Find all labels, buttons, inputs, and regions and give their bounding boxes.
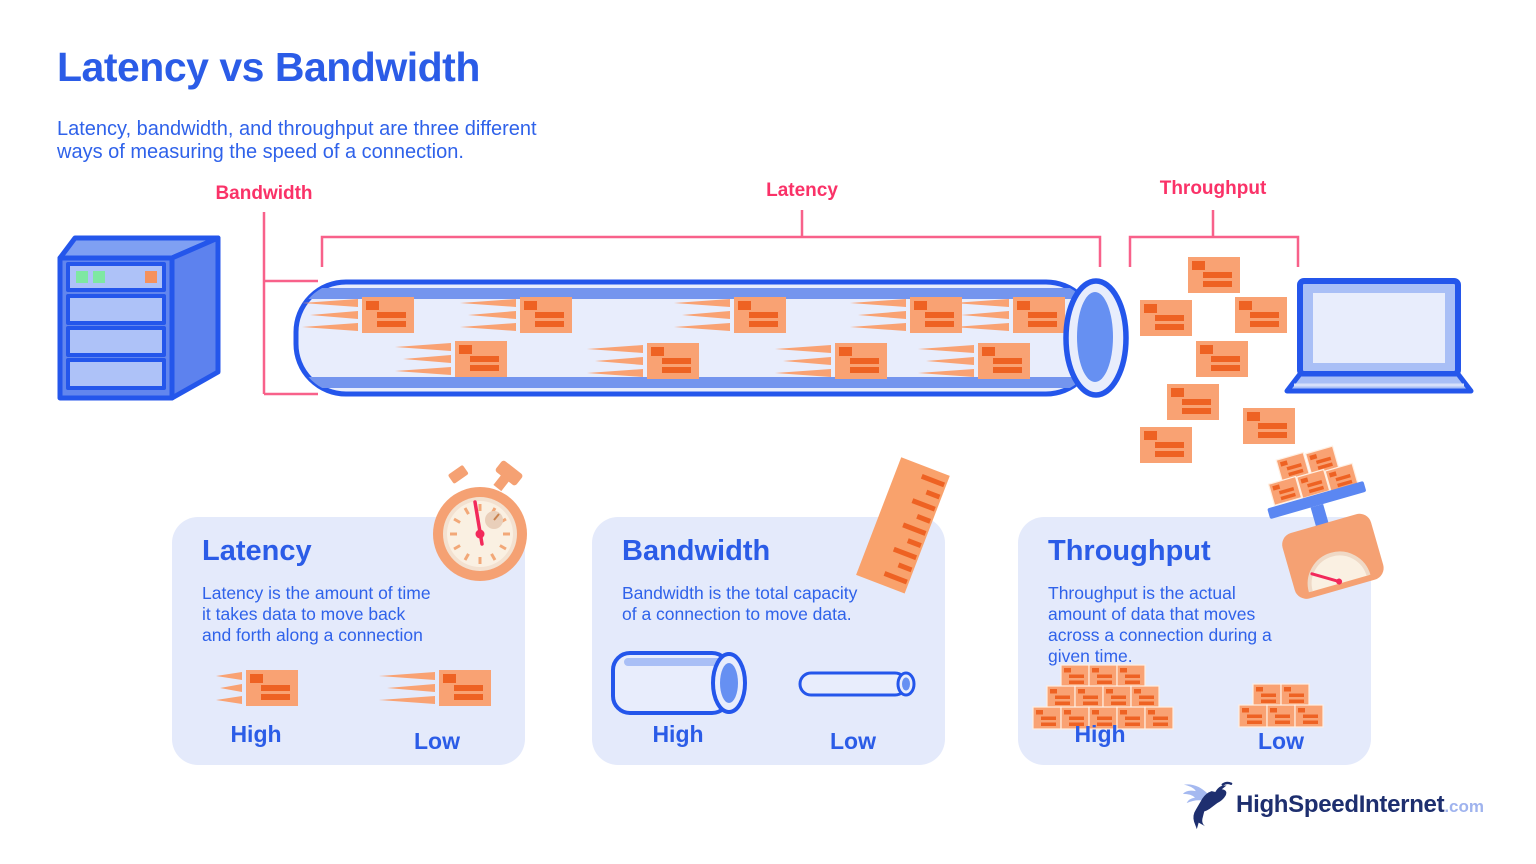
brand-name: HighSpeedInternet xyxy=(1236,791,1445,818)
high-latency-packet xyxy=(216,670,298,706)
bandwidth-label: Bandwidth xyxy=(215,183,313,204)
latency-card-description: Latency is the amount of time it takes d… xyxy=(202,583,431,645)
measure-brackets xyxy=(262,210,1300,396)
bandwidth-high-label: High xyxy=(652,721,704,747)
throughput-label: Throughput xyxy=(1159,178,1267,199)
low-latency-packet xyxy=(379,670,491,706)
throughput-bracket xyxy=(1128,210,1300,267)
throughput-packets xyxy=(1140,257,1295,463)
page-subtitle: Latency, bandwidth, and throughput are t… xyxy=(57,118,537,164)
bandwidth-card-title: Bandwidth xyxy=(622,535,771,567)
low-bandwidth-pipe xyxy=(798,671,916,697)
page-title: Latency vs Bandwidth xyxy=(57,44,480,90)
throughput-card-title: Throughput xyxy=(1048,535,1211,567)
laptop-icon xyxy=(1284,278,1474,394)
server-led-green xyxy=(93,271,105,283)
high-bandwidth-pipe xyxy=(611,651,747,715)
throughput-low-label: Low xyxy=(1258,728,1304,754)
throughput-high-label: High xyxy=(1074,721,1126,747)
bandwidth-bracket xyxy=(262,212,318,396)
scale-icon xyxy=(1267,445,1384,599)
bandwidth-card-description: Bandwidth is the total capacity of a con… xyxy=(622,583,858,624)
server-icon xyxy=(57,235,221,401)
brand-logo: HighSpeedInternet.com xyxy=(1182,780,1484,830)
bandwidth-low-label: Low xyxy=(830,728,876,754)
server-led-green xyxy=(76,271,88,283)
brand-suffix: .com xyxy=(1444,797,1484,816)
latency-card-title: Latency xyxy=(202,535,312,567)
hummingbird-icon xyxy=(1182,781,1233,830)
latency-high-label: High xyxy=(230,721,282,747)
latency-bracket xyxy=(320,210,1102,267)
connection-diagram xyxy=(57,210,1474,463)
throughput-card-description: Throughput is the actual amount of data … xyxy=(1048,583,1272,666)
latency-label: Latency xyxy=(766,180,838,201)
low-throughput-stack xyxy=(1238,683,1324,728)
stopwatch-icon xyxy=(433,460,527,581)
ruler-icon xyxy=(856,457,950,594)
latency-low-label: Low xyxy=(414,728,460,754)
subtitle-line-2: ways of measuring the speed of a connect… xyxy=(57,141,464,163)
subtitle-line-1: Latency, bandwidth, and throughput are t… xyxy=(57,118,537,140)
data-pipe xyxy=(293,278,1129,398)
server-led-orange xyxy=(145,271,157,283)
